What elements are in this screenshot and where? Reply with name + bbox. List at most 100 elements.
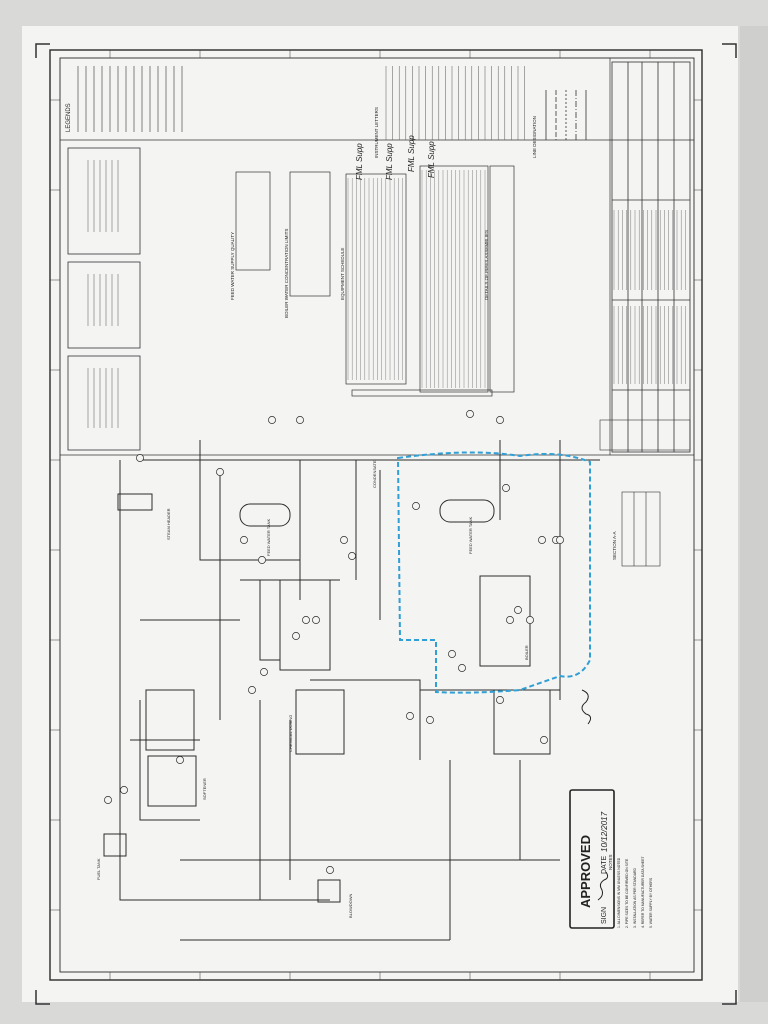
instrument-bubble	[448, 650, 456, 658]
equipment-schedule-table	[345, 173, 493, 397]
instrument-bubble	[502, 484, 510, 492]
instrument-bubble	[538, 536, 546, 544]
note-line: 3. INSTALLATION AS PER STANDARD	[633, 868, 637, 928]
instrument-bubble	[340, 536, 348, 544]
instrument-bubble	[412, 502, 420, 510]
note-line: 1. ALL DIMENSIONS IN MM UNLESS NOTED	[617, 857, 621, 928]
instrument-bubble	[506, 616, 514, 624]
handwritten-note: FML Supp	[407, 135, 416, 172]
separator	[117, 493, 153, 511]
line-designation-samples	[545, 90, 587, 140]
notes-block: NOTES 1. ALL DIMENSIONS IN MM UNLESS NOT…	[608, 854, 653, 928]
instrument-bubbles	[104, 410, 564, 874]
legend-symbol-list	[77, 66, 183, 132]
instrument-bubble	[120, 786, 128, 794]
feed-water-tank-2	[439, 499, 495, 523]
handwritten-note: FML Supp	[355, 143, 364, 180]
note-line: 2. PIPE SIZES TO BE CONFIRMED ON SITE	[625, 858, 629, 928]
boiler-label: BOILER	[524, 645, 529, 660]
stamp-sign-label: SIGN	[601, 907, 608, 924]
condensate-label: CONDENSATE	[372, 460, 377, 488]
equipment-labels: BOILER FEED WATER TANK FEED WATER TANK S…	[96, 460, 617, 918]
boiler-water-limits-title: BOILER WATER CONCENTRATION LIMITS	[284, 229, 289, 318]
instrument-bubble	[326, 866, 334, 874]
dosing-label: CHEMICAL DOSING	[288, 715, 293, 752]
legends-block	[60, 58, 694, 456]
blowdown-label: BLOWDOWN	[348, 893, 353, 918]
blowdown-tank	[317, 879, 341, 903]
note-line: 5. WATER SUPPLY BY OTHERS	[649, 877, 653, 928]
equipment-schedule-title: EQUIPMENT SCHEDULE	[340, 248, 345, 300]
fuel-tank	[103, 833, 127, 857]
instrument-bubble	[260, 668, 268, 676]
instrument-bubble	[556, 536, 564, 544]
panel-sequence	[67, 147, 141, 451]
softener-2	[147, 755, 197, 807]
ref-box	[621, 491, 661, 567]
instrument-bubble	[258, 556, 266, 564]
panel-text-lines	[87, 160, 119, 428]
notes-title: NOTES	[608, 854, 613, 870]
softener-label: SOFTENER	[202, 778, 207, 800]
feed-water-quality-table	[235, 171, 331, 297]
section-ref-label: SECTION A-A	[612, 531, 617, 560]
instrument-bubble	[458, 664, 466, 672]
handwritten-notes: FML Supp FML Supp FML Supp FML Supp	[355, 135, 436, 180]
instrument-bubble	[466, 410, 474, 418]
handwritten-signature	[581, 689, 592, 725]
equipment-schedule-rows	[347, 178, 403, 380]
instrument-bubble	[296, 416, 304, 424]
instrument-bubble	[176, 756, 184, 764]
corner-marks	[35, 43, 737, 1005]
drawing-frame	[49, 49, 703, 981]
pipe-details-title: DETAILS OF PIPES ASSEMBLIES	[484, 230, 489, 300]
line-designation-title: LINE DESIGNATION	[532, 116, 537, 158]
revision-strip	[599, 419, 691, 451]
instrument-bubble	[426, 716, 434, 724]
feed-water-tank-1	[239, 503, 291, 527]
legends-title: LEGENDS	[66, 103, 72, 132]
instrument-bubble	[496, 416, 504, 424]
instrument-bubble	[302, 616, 310, 624]
frame-ticks	[50, 50, 702, 980]
chemical-dosing-left	[295, 689, 345, 755]
instrument-bubble	[292, 632, 300, 640]
feed-water-quality-title: FEED WATER SUPPLY QUALITY	[230, 232, 235, 300]
instrument-bubble	[240, 536, 248, 544]
handwritten-note: FML Supp	[427, 141, 436, 178]
instrument-bubble	[514, 606, 522, 614]
instrument-bubble	[496, 696, 504, 704]
instrument-bubble	[136, 454, 144, 462]
pipe-details-rows	[421, 170, 486, 388]
stamp-date-label: DATE	[601, 856, 608, 874]
instrument-bubble	[268, 416, 276, 424]
instrument-bubble	[248, 686, 256, 694]
title-block	[611, 61, 691, 453]
pipe-details-table	[419, 165, 515, 393]
instrument-bubble	[104, 796, 112, 804]
markup-cloud	[396, 451, 591, 694]
stamp-title: APPROVED	[578, 835, 593, 908]
instrument-tags-title: INSTRUMENT LETTERS	[374, 107, 379, 158]
signature	[597, 871, 609, 901]
scan-edge	[740, 26, 768, 1002]
instrument-bubble	[526, 616, 534, 624]
note-line: 4. REFER TO MANUFACTURER DATA SHEET	[641, 856, 645, 928]
feed-tank-label: FEED WATER TANK	[468, 516, 473, 554]
instrument-tags-list	[385, 66, 525, 140]
instrument-bubble	[406, 712, 414, 720]
handwritten-note: FML Supp	[385, 143, 394, 180]
title-block-text-lines	[613, 210, 686, 384]
instrument-bubble	[540, 736, 548, 744]
fuel-tank-label: FUEL TANK	[96, 858, 101, 880]
instrument-bubble	[312, 616, 320, 624]
softener-1	[145, 689, 195, 751]
approved-stamp: APPROVED SIGN DATE 10/12/2017	[569, 789, 615, 929]
instrument-bubble	[348, 552, 356, 560]
instrument-bubble	[216, 468, 224, 476]
header-left	[259, 579, 281, 661]
stamp-date-value: 10/12/2017	[600, 811, 609, 852]
steam-header-label: STEAM HEADER	[166, 508, 171, 540]
feed-tank-label: FEED WATER TANK	[266, 518, 271, 556]
